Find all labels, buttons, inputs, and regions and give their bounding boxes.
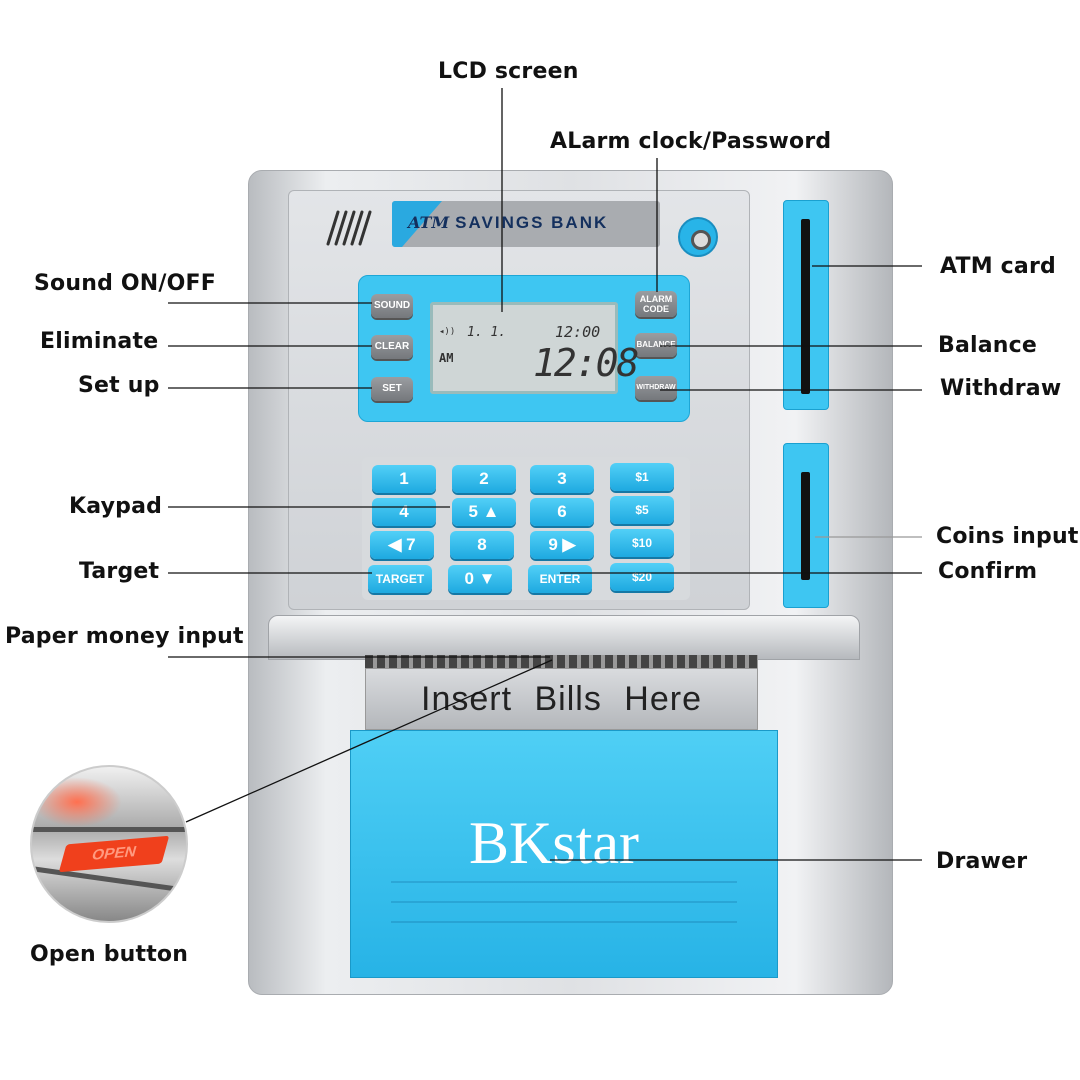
target-key[interactable]: TARGET [368,565,432,593]
drawer-brand: BKstar [469,810,639,876]
key-2[interactable]: 2 [452,465,516,493]
callout-set-up: Set up [78,373,160,398]
lcd-screen: ◂)) 1. 1. 12:00 AM 12:08 [430,302,639,394]
alarm-code-button[interactable]: ALARM CODE [635,291,677,317]
atm-card-slot[interactable] [783,200,829,410]
lcd-period: AM [439,351,454,365]
speaker-grille [326,210,372,246]
key-1[interactable]: 1 [372,465,436,493]
key-4[interactable]: 4 [372,498,436,526]
insert-bills-plate: Insert Bills Here [365,668,758,730]
callout-atm-card: ATM card [940,254,1056,279]
callout-keypad: Kaypad [69,494,163,519]
callout-confirm: Confirm [938,559,1038,584]
brand-plate: ATM SAVINGS BANK [392,201,660,247]
callout-alarm: ALarm clock/Password [550,129,832,154]
paper-money-slot[interactable] [365,655,758,669]
lcd-alarm-time: 12:00 [555,323,601,341]
open-button-inset: OPEN [30,765,188,923]
key-7-left[interactable]: ◀ 7 [370,531,434,559]
key-8[interactable]: 8 [450,531,514,559]
key-1-dollar[interactable]: $1 [610,463,674,491]
callout-open-button: Open button [30,942,189,967]
brand-name: SAVINGS BANK [455,213,609,232]
callout-coins: Coins input [936,524,1079,549]
key-lock-icon [678,217,718,257]
drawer[interactable]: BKstar [350,730,778,978]
callout-withdraw: Withdraw [940,376,1062,401]
callout-drawer: Drawer [936,849,1028,874]
callout-target: Target [79,559,160,584]
balance-button[interactable]: BALANCE [635,333,677,357]
withdraw-button[interactable]: WITHDRAW [635,376,677,400]
callout-paper-money: Paper money input [5,624,244,649]
key-5-up[interactable]: 5 ▲ [452,498,516,526]
key-20-dollar[interactable]: $20 [610,563,674,591]
lcd-surround: SOUND CLEAR SET ALARM CODE BALANCE WITHD… [358,275,690,422]
atm-logo: ATM [408,213,450,232]
key-5-dollar[interactable]: $5 [610,496,674,524]
lcd-time: 12:08 [533,341,639,385]
callout-balance: Balance [938,333,1038,358]
clear-button[interactable]: CLEAR [371,335,413,359]
set-button[interactable]: SET [371,377,413,401]
lcd-indicator: 1. 1. [467,325,507,340]
key-6[interactable]: 6 [530,498,594,526]
key-0-down[interactable]: 0 ▼ [448,565,512,593]
callout-lcd-screen: LCD screen [438,59,579,84]
key-9-right[interactable]: 9 ▶ [530,531,594,559]
key-3[interactable]: 3 [530,465,594,493]
keypad: 1 2 3 $1 4 5 ▲ 6 $5 ◀ 7 8 9 ▶ $10 TARGET… [362,457,690,600]
callout-sound: Sound ON/OFF [34,271,216,296]
key-10-dollar[interactable]: $10 [610,529,674,557]
coin-slot[interactable] [783,443,829,608]
callout-eliminate: Eliminate [40,329,159,354]
sound-button[interactable]: SOUND [371,294,413,318]
enter-key[interactable]: ENTER [528,565,592,593]
